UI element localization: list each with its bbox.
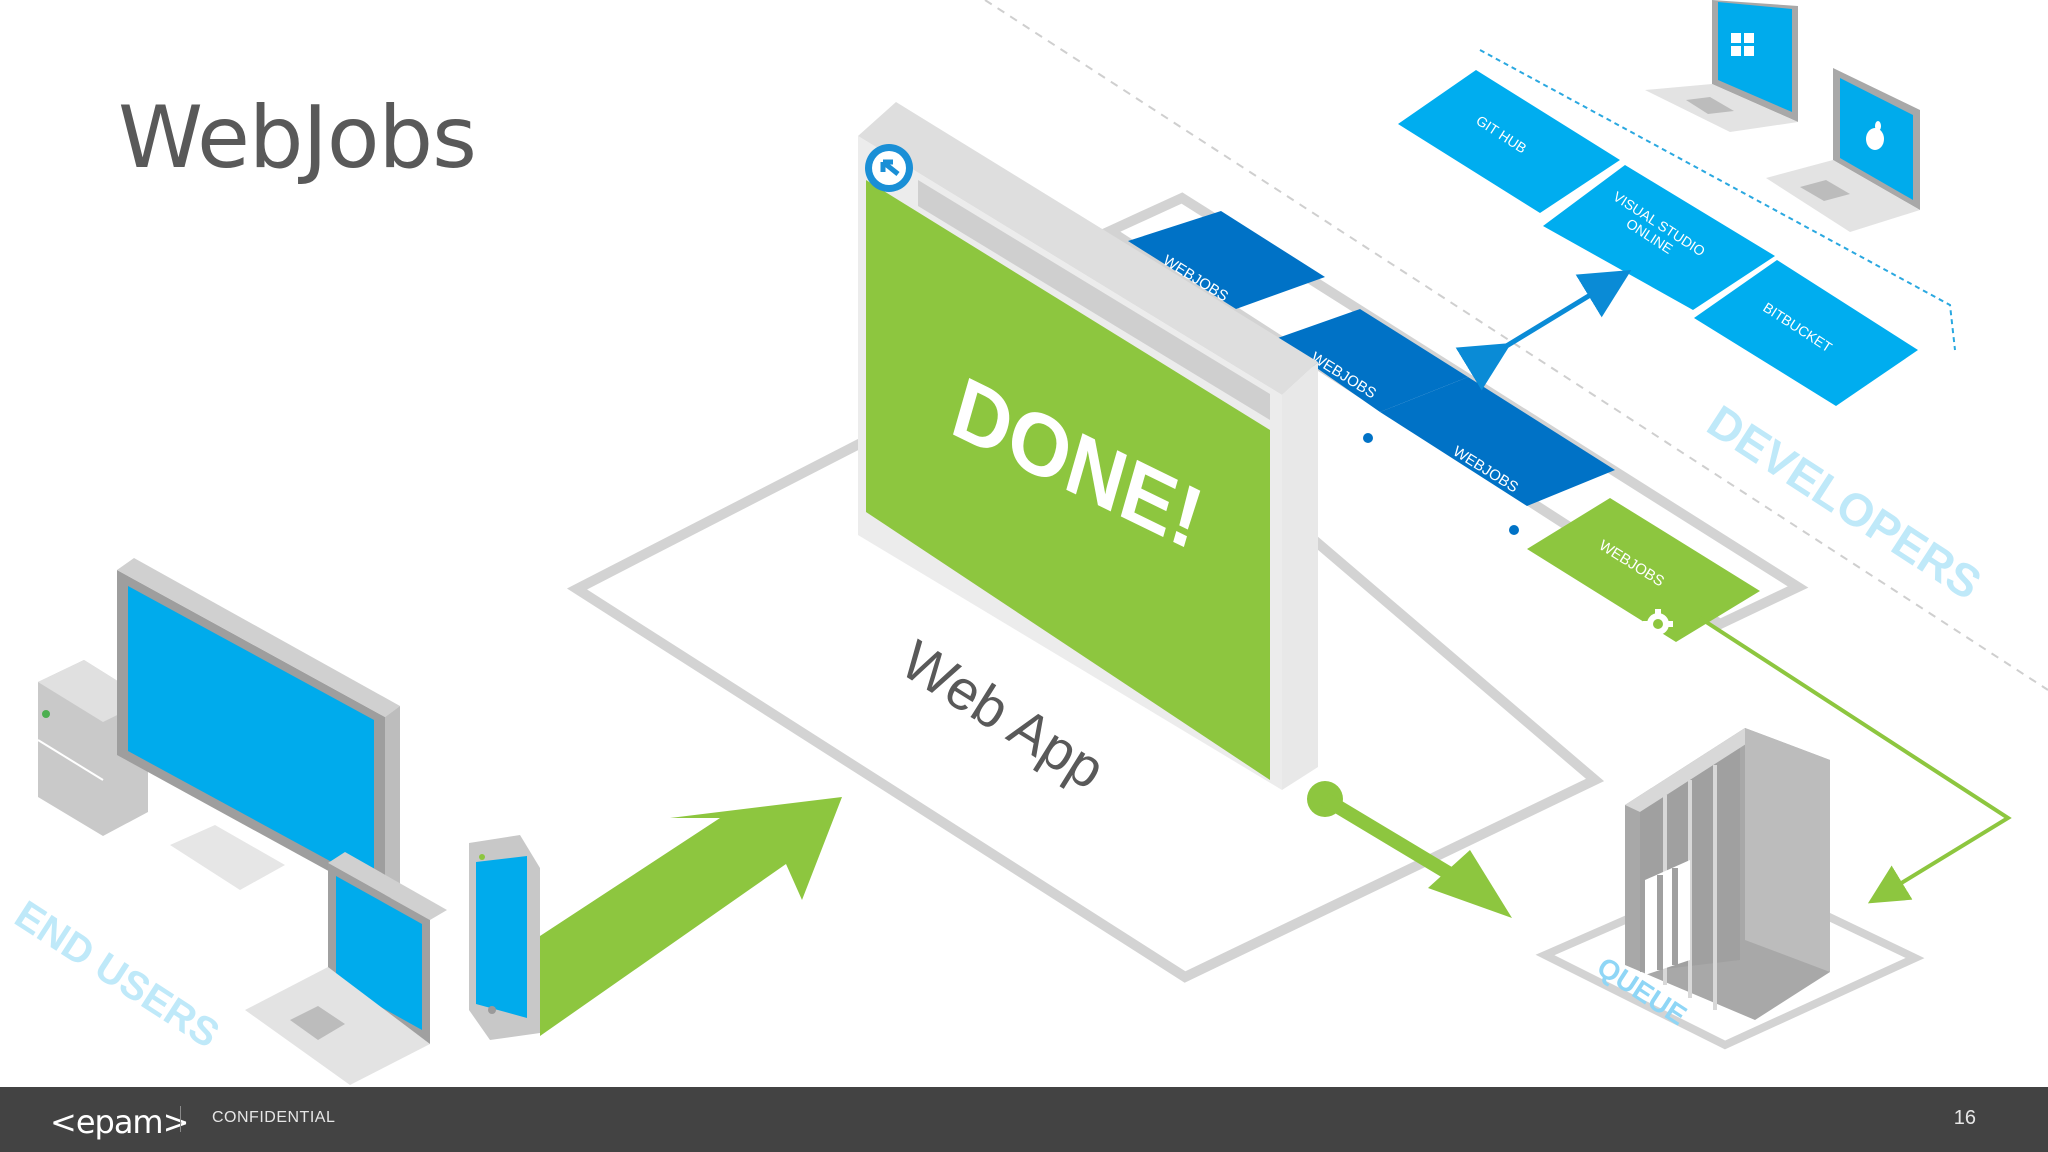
webjob-tile-active: WEBJOBS (1527, 498, 1760, 642)
request-arrow (540, 797, 842, 1036)
web-app-to-queue-arrow (1307, 781, 1512, 918)
gear-icon (1499, 515, 1529, 545)
epam-logo: <epam> (50, 1103, 189, 1141)
gear-icon (1353, 423, 1383, 453)
back-arrow-icon (865, 144, 913, 192)
source-control-bracket (1479, 49, 1956, 351)
footer-bar: <epam> CONFIDENTIAL 16 (0, 1087, 2048, 1152)
desktop-screen (128, 586, 374, 885)
end-users-label: END USERS (7, 893, 227, 1057)
webjobs-diagram: WEBJOBS WEBJOBS WEBJOBS WEBJOBS (7, 0, 2048, 1085)
bitbucket-tile: BITBUCKET (1694, 260, 1918, 406)
apple-logo-icon (1866, 121, 1884, 150)
deploy-arrow (1455, 270, 1632, 391)
mac-laptop (1766, 68, 1920, 232)
footer-divider (180, 1106, 181, 1132)
gear-icon (1643, 609, 1673, 639)
web-app-window: DONE! (858, 102, 1318, 790)
mobile-phone (469, 835, 540, 1040)
github-tile: GIT HUB (1398, 70, 1620, 213)
desktop-computer (37, 558, 400, 902)
webjob-tile: WEBJOBS (1380, 377, 1615, 545)
windows-logo-icon (1731, 33, 1754, 56)
laptop-computer (245, 852, 447, 1085)
windows-laptop (1645, 0, 1798, 132)
queue-server-icon (1625, 728, 1830, 1020)
confidential-label: CONFIDENTIAL (212, 1109, 336, 1126)
webjob-to-queue-arrow (1698, 616, 2012, 904)
web-app-screen (866, 180, 1270, 780)
slide-title: WebJobs (118, 88, 477, 188)
page-number: 16 (1953, 1107, 1976, 1129)
